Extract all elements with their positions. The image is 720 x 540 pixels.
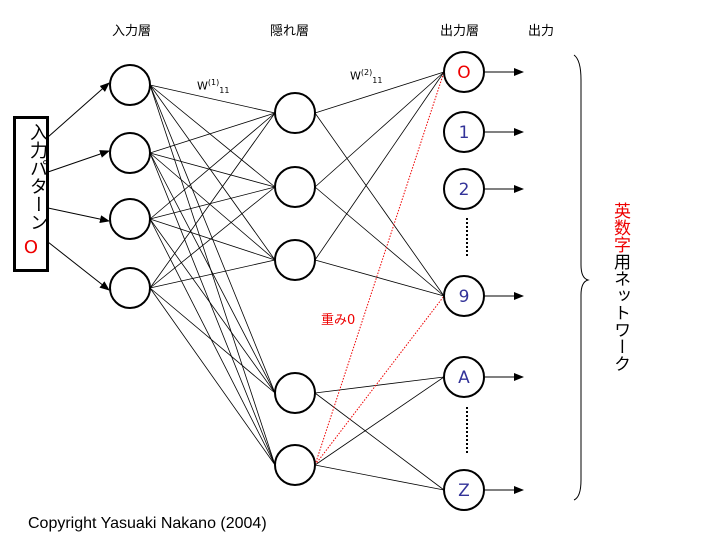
weight-w1-label: W(1)11 (197, 78, 230, 95)
weight-line (149, 84, 276, 466)
neuron (274, 444, 316, 486)
weight-line (149, 287, 276, 466)
output-label: 出力 (528, 24, 555, 39)
weight-line (149, 218, 276, 466)
weight-line (149, 84, 276, 394)
weight-line (149, 152, 276, 466)
input-arrow (47, 150, 110, 173)
brace (573, 54, 590, 501)
weight-line (149, 259, 276, 289)
weight-line (149, 218, 276, 261)
weight-line (149, 186, 276, 220)
weight-line (149, 112, 276, 289)
weight-line (314, 376, 445, 394)
weight-line (149, 186, 276, 289)
weight-line (149, 152, 276, 394)
neuron (274, 372, 316, 414)
weight-line (314, 112, 445, 297)
input-arrow (47, 207, 110, 224)
neuron (109, 198, 151, 240)
network-type-label: 英数字用ネットワーク (610, 202, 630, 372)
weight-line (314, 392, 445, 491)
neuron (274, 239, 316, 281)
output-node-label: 9 (459, 287, 470, 307)
input-arrow (47, 82, 110, 138)
weight-line (149, 112, 276, 154)
input-pattern-box: 入力パターン O (13, 116, 49, 272)
weight-line (314, 71, 445, 261)
weight-line (314, 186, 445, 297)
neuron (274, 166, 316, 208)
weight-line (314, 71, 445, 114)
weight-line (314, 376, 445, 466)
hidden-layer-label: 隠れ層 (270, 24, 310, 39)
weight-line (149, 112, 276, 220)
input-pattern-value: O (23, 237, 39, 258)
output-node-label: Z (458, 481, 470, 501)
neuron (109, 132, 151, 174)
weight-line (149, 84, 276, 114)
neuron (109, 267, 151, 309)
neuron (109, 64, 151, 106)
output-layer-label: 出力層 (440, 24, 480, 39)
zero-weight-label: 重み0 (321, 313, 356, 328)
weight-line (149, 84, 276, 261)
input-pattern-label: 入力パターン (27, 123, 48, 231)
input-arrow (47, 241, 110, 291)
input-layer-label: 入力層 (112, 24, 152, 39)
weight-line (314, 71, 445, 188)
neuron (274, 92, 316, 134)
output-node-label: 1 (459, 123, 470, 143)
weight-line (149, 152, 276, 188)
weight-line (149, 218, 276, 394)
zero-weight-line (314, 295, 445, 466)
output-node-label: 2 (459, 180, 470, 200)
copyright: Copyright Yasuaki Nakano (2004) (28, 515, 267, 532)
output-node-label: A (458, 368, 470, 388)
weight-line (314, 259, 445, 297)
weight-line (149, 287, 276, 394)
weight-line (314, 464, 445, 491)
weight-line (149, 152, 276, 261)
output-node-label: O (457, 63, 470, 83)
weight-w2-label: W(2)11 (350, 68, 383, 85)
weight-line (149, 84, 276, 188)
